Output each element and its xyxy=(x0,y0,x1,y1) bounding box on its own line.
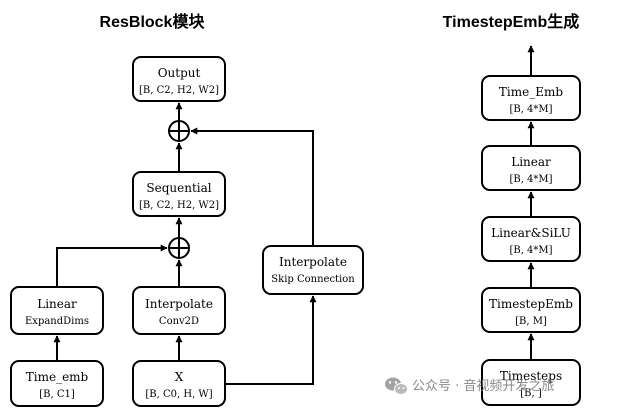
ts-time-emb-label: Time_Emb xyxy=(499,85,563,99)
arrow-linear-to-add xyxy=(56,244,168,287)
time-emb-label: Time_emb xyxy=(26,370,89,384)
ts-time-emb-node: Time_Emb [B, 4*M] xyxy=(481,75,581,121)
ts-timesteps-box xyxy=(481,359,581,406)
linear-expand-sub: ExpandDims xyxy=(25,316,89,327)
arrow-x-to-skip xyxy=(225,295,317,385)
ts-linear-silu-node: Linear&SiLU [B, 4*M] xyxy=(481,216,581,262)
interpolate-skip-label: Interpolate xyxy=(279,255,347,269)
ts-linear-silu-label: Linear&SiLU xyxy=(491,226,571,240)
ts-linear-silu-box xyxy=(481,216,581,262)
add-node-top xyxy=(168,120,190,142)
sequential-label: Sequential xyxy=(146,181,211,195)
timestep-emb-title: TimestepEmb生成 xyxy=(443,12,580,31)
interpolate-skip-sub: Skip Connection xyxy=(271,274,355,285)
x-input-shape: [B, C0, H, W] xyxy=(145,389,212,400)
output-label: Output xyxy=(158,66,201,80)
interpolate-conv-sub: Conv2D xyxy=(159,316,199,327)
ts-timesteps-shape: [B, ] xyxy=(520,388,542,399)
output-shape: [B, C2, H2, W2] xyxy=(139,85,219,96)
sequential-node: Sequential [B, C2, H2, W2] xyxy=(132,171,226,217)
add-node-middle xyxy=(168,237,190,259)
interpolate-conv-node: Interpolate Conv2D xyxy=(132,286,226,335)
time-emb-node: Time_emb [B, C1] xyxy=(10,360,104,407)
ts-time-emb-box xyxy=(481,75,581,121)
output-box xyxy=(132,56,226,102)
output-node: Output [B, C2, H2, W2] xyxy=(132,56,226,102)
x-input-label: X xyxy=(175,370,184,384)
sequential-shape: [B, C2, H2, W2] xyxy=(139,200,219,211)
watermark-text: 公众号 · 音视频开发之旅 xyxy=(412,378,554,394)
watermark: 公众号 · 音视频开发之旅 xyxy=(385,377,554,395)
linear-expand-node: Linear ExpandDims xyxy=(10,286,104,335)
ts-time-emb-shape: [B, 4*M] xyxy=(509,104,552,115)
ts-linear-shape: [B, 4*M] xyxy=(509,174,552,185)
wechat-icon xyxy=(385,377,408,395)
ts-linear-box xyxy=(481,145,581,191)
ts-linear-label: Linear xyxy=(511,155,551,169)
ts-timesteps-label: Timesteps xyxy=(500,369,562,383)
ts-timesteps-node: Timesteps [B, ] xyxy=(481,359,581,406)
interpolate-skip-box xyxy=(262,245,364,295)
ts-timestep-emb-node: TimestepEmb [B, M] xyxy=(481,287,581,333)
time-emb-shape: [B, C1] xyxy=(39,389,75,400)
ts-linear-node: Linear [B, 4*M] xyxy=(481,145,581,191)
arrow-skip-to-add xyxy=(190,127,314,246)
ts-linear-silu-shape: [B, 4*M] xyxy=(509,245,552,256)
interpolate-conv-label: Interpolate xyxy=(145,297,213,311)
interpolate-skip-node: Interpolate Skip Connection xyxy=(262,245,364,295)
x-input-node: X [B, C0, H, W] xyxy=(132,360,226,407)
ts-timestep-emb-label: TimestepEmb xyxy=(489,297,573,311)
linear-expand-label: Linear xyxy=(37,297,77,311)
ts-timestep-emb-box xyxy=(481,287,581,333)
ts-timestep-emb-shape: [B, M] xyxy=(515,316,547,327)
resblock-title: ResBlock模块 xyxy=(100,12,206,31)
